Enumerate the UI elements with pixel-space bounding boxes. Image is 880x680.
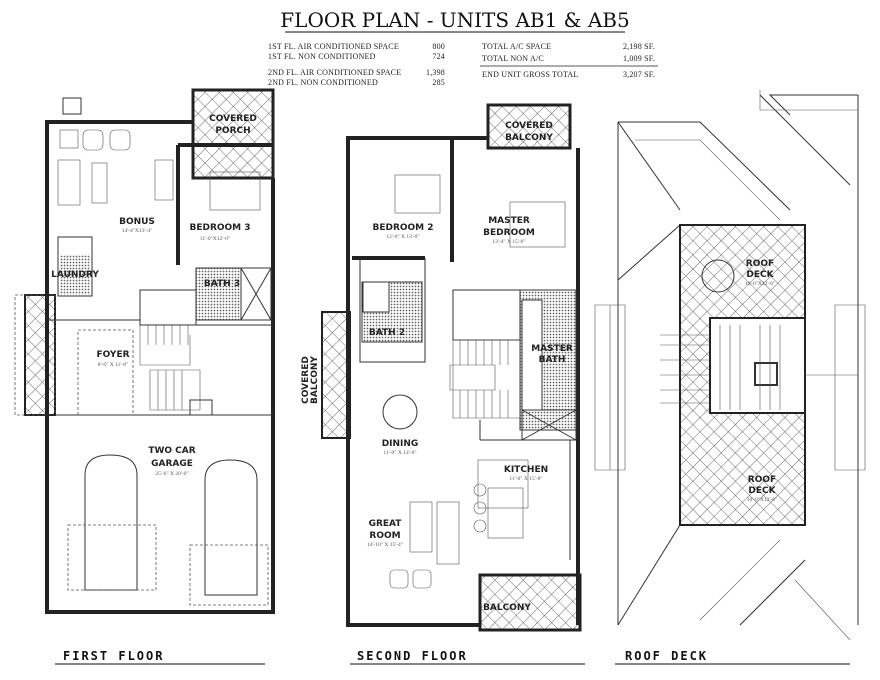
room-label-covered-balcony: COVERED: [505, 121, 553, 131]
covered-balcony-side-area: [321, 311, 351, 439]
room-label-bath-2: BATH 2: [369, 328, 405, 338]
room-label-roof-deck: DECK: [746, 270, 774, 280]
page-title: FLOOR PLAN - UNITS AB1 & AB5: [280, 8, 629, 32]
room-label-covered-balcony-side: COVERED: [301, 356, 311, 404]
room-dims-bonus: 14'-4"X13'-4": [122, 228, 153, 234]
foyer-rug: [77, 329, 134, 416]
total-label: TOTAL NON A/C: [482, 54, 544, 63]
room-dims-bedroom-3: 11'-0"X12'-0": [200, 236, 230, 242]
entry-porch-area: [24, 294, 56, 416]
total-value: 1,009 SF.: [623, 54, 655, 63]
room-dims-bedroom-2: 12'-0" X 13'-0": [386, 234, 419, 240]
area-label: 2ND FL. NON CONDITIONED: [268, 78, 378, 87]
bed-icon: [394, 174, 441, 214]
table-icon: [701, 259, 735, 293]
covered-balcony-top-area: [486, 103, 572, 150]
gross-total-label: END UNIT GROSS TOTAL: [482, 70, 578, 79]
area-value: 800: [432, 42, 445, 51]
total-label: TOTAL A/C SPACE: [482, 42, 551, 51]
room-label-covered-porch: COVERED: [209, 114, 257, 124]
covered-porch-area: [191, 88, 275, 180]
second-floor-caption: SECOND FLOOR: [357, 649, 468, 663]
area-value: 285: [432, 78, 445, 87]
area-label: 1ST FL. NON CONDITIONED: [268, 52, 376, 61]
room-label-bath-3: BATH 3: [204, 279, 240, 289]
roof-deck-plan: ROOF DECK 10'-0"X12'-6" ROOF DECK 10'-0"…: [594, 90, 866, 641]
room-label-great-room: GREAT: [369, 519, 403, 529]
area-label: 1ST FL. AIR CONDITIONED SPACE: [268, 42, 399, 51]
room-dims-great-room: 14'-10" X 15'-4": [367, 542, 403, 548]
room-label-great-room: ROOM: [369, 531, 400, 541]
car-icon: [84, 454, 138, 591]
first-floor-caption: FIRST FLOOR: [63, 649, 164, 663]
room-label-master-bedroom: BEDROOM: [483, 228, 535, 238]
room-label-covered-balcony: BALCONY: [505, 133, 553, 143]
area-label: 2ND FL. AIR CONDITIONED SPACE: [268, 68, 401, 77]
room-label-garage: GARAGE: [151, 459, 193, 469]
roof-deck-caption: ROOF DECK: [625, 649, 708, 663]
area-table: 1ST FL. AIR CONDITIONED SPACE 800 1ST FL…: [268, 42, 658, 87]
ac-unit-icon: [62, 97, 82, 115]
room-label-master-bath: MASTER: [531, 344, 573, 354]
room-dims-roof-deck: 10'-0"X12'-6": [747, 497, 778, 503]
room-label-kitchen: KITCHEN: [504, 465, 548, 475]
room-dims-roof-deck: 10'-0"X12'-6": [745, 281, 776, 287]
room-dims-dining: 11'-0" X 14'-0": [383, 450, 416, 456]
first-floor-plan: COVERED PORCH BONUS 14'-4"X13'-4" BEDROO…: [14, 88, 275, 614]
room-label-covered-balcony-side: BALCONY: [310, 356, 320, 404]
second-floor-plan: COVERED BALCONY BEDROOM 2 12'-0" X 13'-0…: [301, 103, 582, 632]
room-dims-foyer: 8'-6" X 11'-8": [98, 362, 128, 368]
water-heater-icon: [189, 399, 213, 416]
room-label-bedroom-2: BEDROOM 2: [372, 223, 433, 233]
room-dims-kitchen: 11'-0" X 15'-8": [509, 476, 542, 482]
room-label-garage: TWO CAR: [148, 446, 195, 456]
room-label-roof-deck: DECK: [748, 486, 776, 496]
room-label-foyer: FOYER: [96, 350, 129, 360]
bed-icon: [209, 171, 261, 211]
dining-table-icon: [382, 394, 418, 430]
car-icon: [204, 459, 258, 596]
room-label-roof-deck: ROOF: [746, 259, 774, 269]
room-dims-master-bedroom: 13'-4" X 15'-0": [492, 239, 525, 245]
room-label-bedroom-3: BEDROOM 3: [189, 223, 250, 233]
room-dims-garage: 25'-6" X 20'-0": [155, 471, 188, 477]
bed-icon: [509, 201, 566, 248]
room-label-dining: DINING: [382, 439, 419, 449]
area-value: 1,398: [426, 68, 445, 77]
gross-total-value: 3,207 SF.: [623, 70, 655, 79]
room-label-master-bath: BATH: [539, 355, 566, 365]
room-label-balcony: BALCONY: [483, 603, 531, 613]
balcony-area: [478, 573, 582, 632]
room-label-roof-deck: ROOF: [748, 475, 776, 485]
total-value: 2,198 SF.: [623, 42, 655, 51]
area-value: 724: [432, 52, 445, 61]
room-label-covered-porch: PORCH: [215, 126, 250, 136]
room-label-bonus: BONUS: [119, 217, 155, 227]
room-label-master-bedroom: MASTER: [488, 216, 530, 226]
room-label-laundry: LAUNDRY: [51, 270, 99, 280]
